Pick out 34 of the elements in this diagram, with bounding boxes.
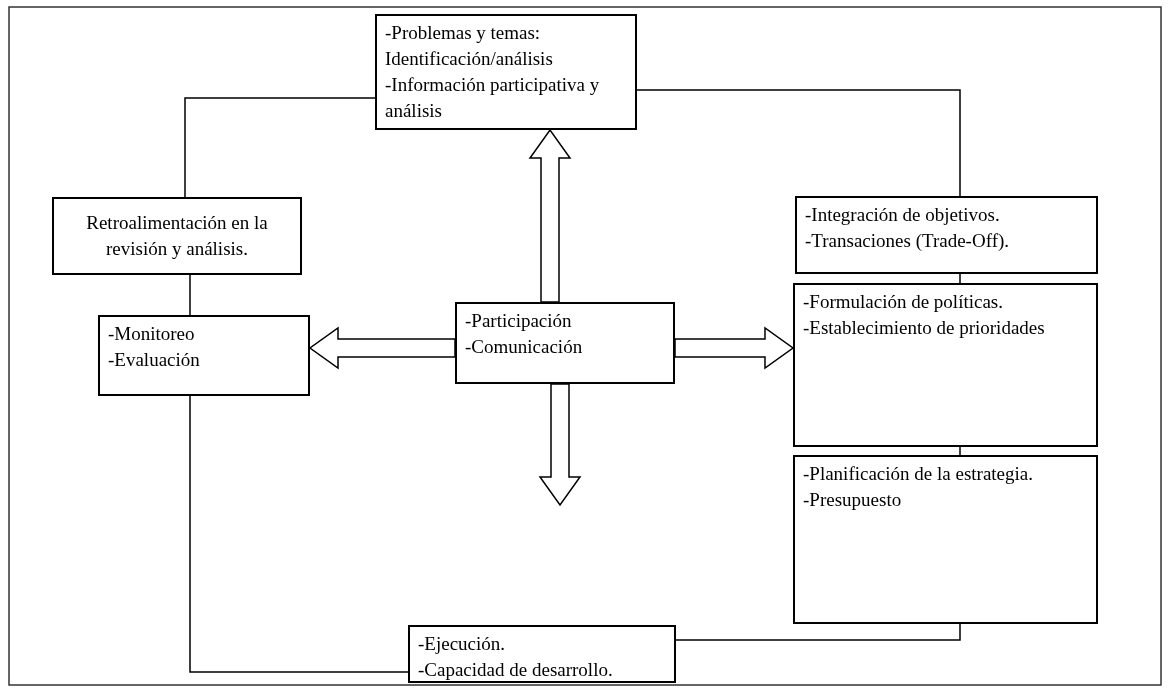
- box-text: -Presupuesto: [803, 488, 903, 512]
- box-text: -Problemas y temas: Identificación/análisis: [385, 21, 554, 71]
- process-box: [455, 302, 675, 384]
- process-box: [795, 196, 1098, 274]
- box-text: -Comunicación: [465, 335, 584, 359]
- box-text: -Participación: [465, 309, 573, 333]
- connector-line: [184, 97, 376, 198]
- process-box: [375, 14, 637, 130]
- process-box: [52, 197, 302, 275]
- block-arrow: [308, 326, 456, 370]
- block-arrow: [674, 326, 795, 370]
- process-box: [408, 625, 676, 683]
- box-text: -Monitoreo: [108, 322, 196, 346]
- process-box: [98, 315, 310, 396]
- connector-line: [189, 395, 409, 673]
- box-text: -Transaciones (Trade-Off).: [805, 229, 1011, 253]
- box-text: -Planificación de la estrategia.: [803, 462, 1034, 486]
- connector-line: [636, 89, 961, 197]
- process-box: [793, 455, 1098, 624]
- connector-line: [675, 623, 961, 641]
- box-text: -Información participativa y análisis: [385, 73, 601, 123]
- connector-line: [959, 446, 961, 456]
- box-text: -Ejecución.: [418, 632, 507, 656]
- process-box: [793, 283, 1098, 447]
- box-text: -Capacidad de desarrollo.: [418, 658, 614, 682]
- box-text: -Integración de objetivos.: [805, 203, 1001, 227]
- connector-line: [189, 274, 191, 316]
- block-arrow: [528, 128, 572, 303]
- box-text: -Formulación de políticas.: [803, 290, 1004, 314]
- connector-line: [959, 273, 961, 284]
- box-text: Retroalimentación en la revisión y análisis.: [85, 211, 269, 261]
- box-text: -Evaluación: [108, 348, 201, 372]
- block-arrow: [538, 383, 582, 507]
- box-text: -Establecimiento de prioridades: [803, 316, 1046, 340]
